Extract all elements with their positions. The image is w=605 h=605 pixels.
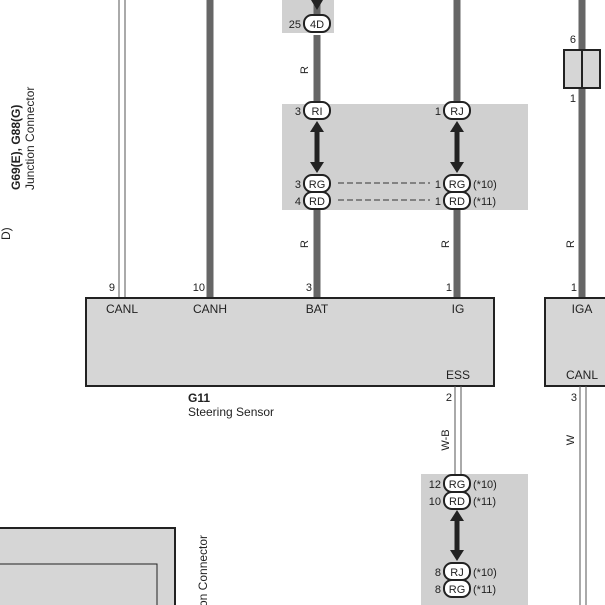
wire-color-labels: R R R R W-B W — [299, 66, 577, 451]
terminal-ess: ESS — [446, 368, 470, 382]
wire-label-r3: R — [440, 240, 452, 248]
pill-labels: 4D RI RJ RG RD RG RD RG RD RJ RG — [309, 19, 466, 596]
pin-rd-left: 4 — [295, 196, 301, 208]
pin-rj-bottom: 8 — [435, 567, 441, 579]
note-rg-bottom: (*11) — [473, 584, 496, 596]
pill-ri-label: RI — [312, 106, 323, 118]
pin-rg-right: 1 — [435, 179, 441, 191]
can-wire-left — [118, 0, 126, 298]
pin-25: 25 — [289, 19, 301, 31]
right-conn-pin-bottom: 1 — [570, 93, 576, 105]
terminal-ig: IG — [452, 302, 465, 316]
pill-rj-top — [443, 101, 471, 120]
wire-label-w: W — [565, 434, 577, 445]
wire-label-r1: R — [299, 66, 311, 74]
wire-label-r4: R — [565, 240, 577, 248]
terminal-bat: BAT — [306, 302, 329, 316]
pin-canh: 10 — [193, 282, 205, 294]
right-component-box — [544, 297, 605, 387]
pill-rg-right-label: RG — [449, 179, 466, 191]
pin-rj-top: 1 — [435, 106, 441, 118]
pill-4d — [303, 14, 331, 33]
wire-label-wb: W-B — [440, 429, 452, 450]
pill-4d-label: 4D — [310, 19, 324, 31]
terminal-iga: IGA — [572, 302, 593, 316]
bottom-connector-caption: on Connector — [196, 535, 210, 605]
pill-rg-left-label: RG — [309, 179, 326, 191]
pin-rg-low: 12 — [429, 479, 441, 491]
sensor-terminal-names: CANL CANH BAT IG ESS IGA CANL — [106, 302, 598, 382]
terminal-canh: CANH — [193, 302, 227, 316]
pin-rg-bottom: 8 — [435, 584, 441, 596]
wire-label-r2: R — [299, 240, 311, 248]
variant-notes: (*10) (*11) (*10) (*11) (*10) (*11) — [473, 179, 497, 596]
junction-connector-caption: G69(E), G88(G) Junction Connector D) — [0, 87, 37, 240]
component-code: G11 — [188, 391, 210, 405]
pill-rg-bottom-label: RG — [449, 584, 466, 596]
note-rg-low: (*10) — [473, 479, 497, 491]
terminal-right-canl: CANL — [566, 368, 598, 382]
pill-rd-low — [443, 491, 471, 510]
terminal-canl: CANL — [106, 302, 138, 316]
pill-rj-bottom-label: RJ — [450, 567, 463, 579]
pin-ess: 2 — [446, 392, 452, 404]
pill-rg-low-label: RG — [449, 479, 466, 491]
pin-rd-right: 1 — [435, 196, 441, 208]
pill-rd-left — [303, 191, 331, 210]
bottom-left-connector: on Connector — [0, 527, 210, 605]
junction-pills — [303, 14, 471, 598]
pill-rd-left-label: RD — [309, 196, 325, 208]
pill-rj-top-label: RJ — [450, 106, 463, 118]
junction-code: G69(E), G88(G) — [9, 105, 23, 190]
pin-rd-low: 10 — [429, 496, 441, 508]
pin-iga: 1 — [571, 282, 577, 294]
junction-fragment: D) — [0, 227, 13, 240]
signal-wires-lower — [454, 386, 587, 605]
pin-ig: 1 — [446, 282, 452, 294]
pin-right-canl: 3 — [571, 392, 577, 404]
steering-sensor-box — [85, 297, 495, 387]
sensor-pin-numbers: 9 10 3 1 2 1 3 — [109, 282, 577, 404]
junction-area-bottom — [421, 474, 528, 605]
note-rj-bottom: (*10) — [473, 567, 497, 579]
connection-arrows — [310, 0, 464, 561]
pill-rd-low-label: RD — [449, 496, 465, 508]
note-rd-low: (*11) — [473, 496, 496, 508]
note-rd-right: (*11) — [473, 196, 496, 208]
pin-canl: 9 — [109, 282, 115, 294]
right-connector: 6 1 — [563, 34, 601, 105]
pill-ri — [303, 101, 331, 120]
pin-ri: 3 — [295, 106, 301, 118]
pill-rg-bottom — [443, 579, 471, 598]
pill-rd-right — [443, 191, 471, 210]
pill-pin-numbers: 25 3 1 3 4 1 1 12 10 8 8 — [289, 19, 441, 596]
pin-rg-left: 3 — [295, 179, 301, 191]
pin-bat: 3 — [306, 282, 312, 294]
dashed-links — [338, 182, 430, 201]
sensor-caption: G11 Steering Sensor — [188, 391, 274, 419]
component-name: Steering Sensor — [188, 405, 274, 419]
note-rg-right: (*10) — [473, 179, 497, 191]
right-conn-pin-top: 6 — [570, 34, 576, 46]
junction-name: Junction Connector — [23, 87, 37, 190]
pill-rd-right-label: RD — [449, 196, 465, 208]
